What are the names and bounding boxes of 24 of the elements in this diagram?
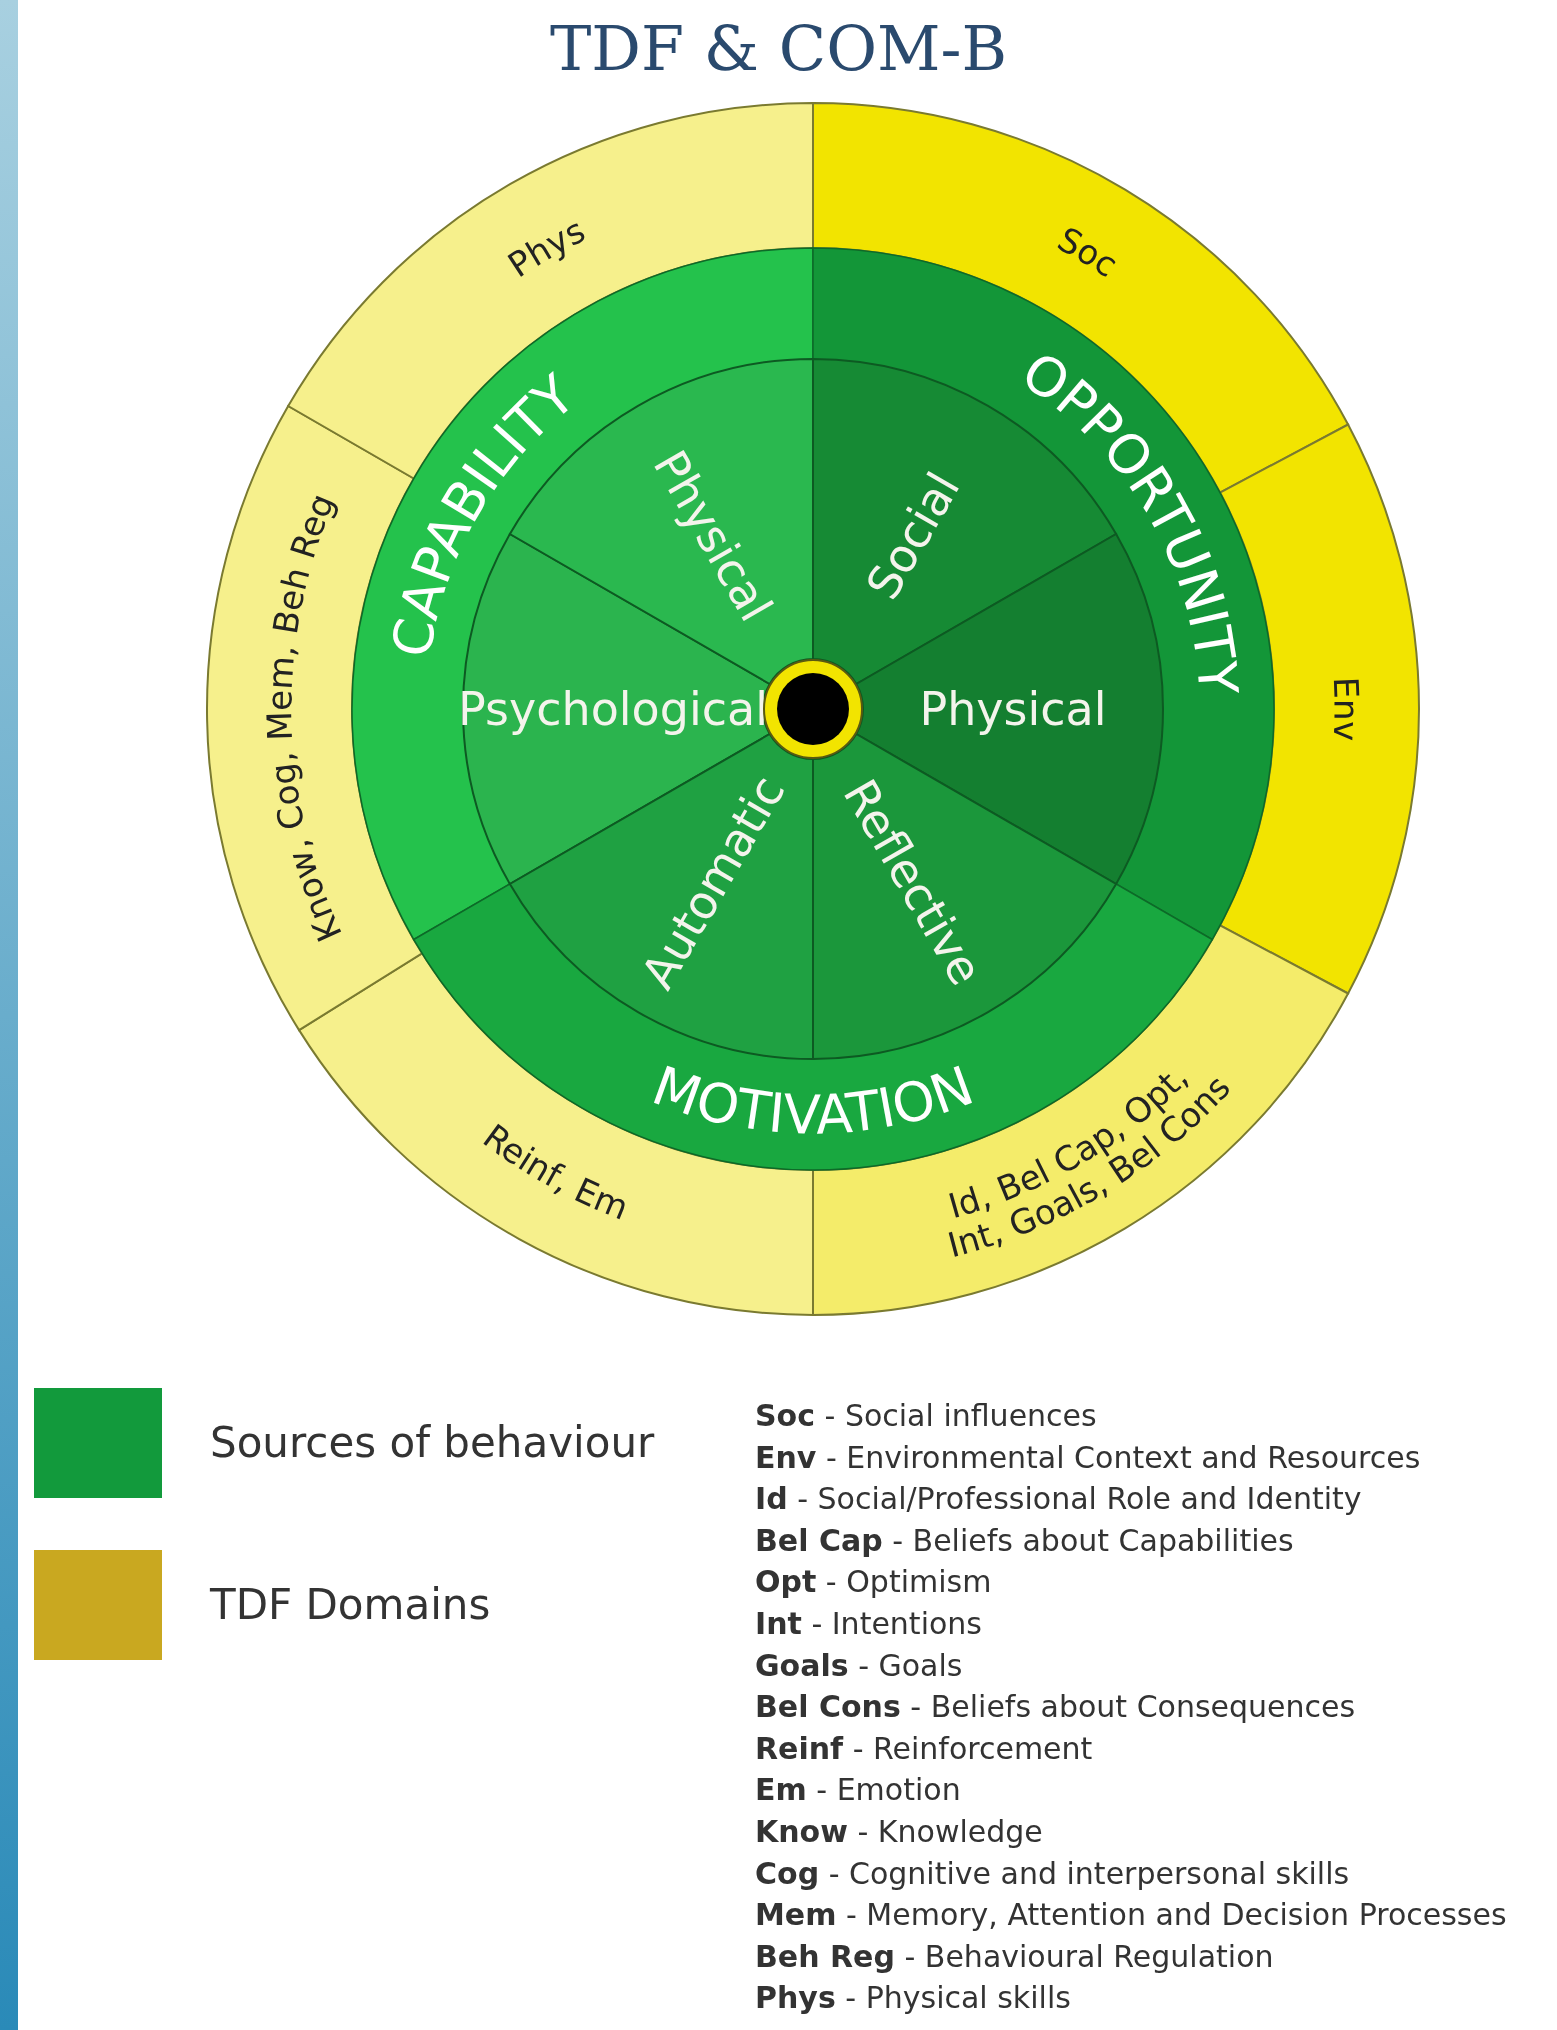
legend-label: TDF Domains (210, 1580, 491, 1629)
subcomponent-sector (508, 733, 814, 1060)
abbreviation-definition: Env - Environmental Context and Resources (755, 1439, 1421, 1475)
abbreviation-definition: Id - Social/Professional Role and Identity (755, 1481, 1362, 1517)
title: TDF & COM-B (550, 12, 1007, 85)
domain-label: Soc (1051, 218, 1125, 285)
abbreviation-definition: Bel Cons - Beliefs about Consequences (755, 1689, 1356, 1725)
abbreviation-definition: Mem - Memory, Attention and Decision Processes (755, 1897, 1507, 1933)
abbreviation-definition: Know - Knowledge (755, 1814, 1043, 1849)
legend-label: Sources of behaviour (210, 1418, 655, 1467)
abbreviation-definition: Phys - Physical skills (755, 1980, 1071, 2016)
abbreviation-definition: Soc - Social influences (755, 1398, 1097, 1433)
abbreviation-definition: Goals - Goals (755, 1647, 963, 1683)
abbreviation-definition: Opt - Optimism (755, 1564, 992, 1600)
abbreviation-definition: Cog - Cognitive and interpersonal skills (755, 1855, 1350, 1891)
abbreviation-definition: Int - Intentions (755, 1606, 982, 1641)
abbreviation-definition: Bel Cap - Beliefs about Capabilities (755, 1522, 1294, 1558)
abbreviation-definition: Reinf - Reinforcement (755, 1730, 1093, 1766)
abbreviation-definition: Beh Reg - Behavioural Regulation (755, 1938, 1274, 1974)
domain-label: Phys (500, 209, 592, 286)
subcomponent-label: Psychological (458, 682, 768, 736)
subcomponent-sector (812, 733, 1118, 1060)
abbreviation-definition: Em - Emotion (755, 1772, 961, 1808)
component-label: MOTIVATION (644, 1054, 982, 1147)
